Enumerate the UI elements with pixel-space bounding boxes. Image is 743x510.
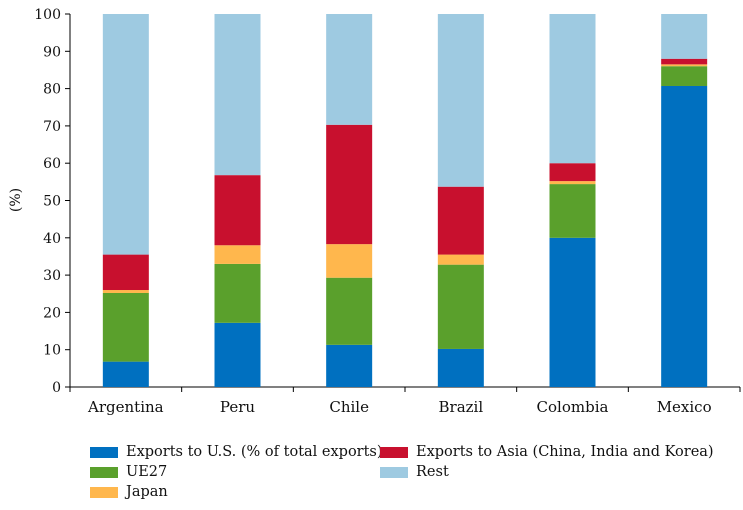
legend-swatch-ue27 [90, 466, 118, 478]
bar-segment [326, 124, 373, 245]
bar-segment [214, 263, 261, 323]
y-tick-label: 80 [43, 82, 61, 98]
legend-label-ue27: UE27 [126, 464, 168, 480]
bar-segment [102, 254, 149, 291]
x-tick-label: Argentina [87, 398, 164, 416]
legend-label-japan: Japan [126, 484, 168, 500]
bar-segment [437, 14, 484, 187]
legend-swatch-asia [380, 446, 408, 458]
bar-segment [549, 14, 596, 164]
x-tick-label: Colombia [537, 398, 609, 416]
y-tick-label: 40 [43, 231, 61, 247]
legend-item-asia: Exports to Asia (China, India and Korea) [380, 444, 714, 460]
bar-segment [661, 66, 708, 86]
bar-segment [214, 322, 261, 387]
y-tick-label: 100 [34, 7, 61, 23]
y-axis-label: (%) [8, 188, 24, 212]
bar-segment [437, 186, 484, 255]
y-tick-label: 0 [52, 380, 61, 396]
y-tick-label: 10 [43, 343, 61, 359]
legend-label-asia: Exports to Asia (China, India and Korea) [416, 444, 714, 460]
bar-segment [549, 237, 596, 387]
y-tick-label: 50 [43, 194, 61, 210]
bar-segment [661, 58, 708, 65]
bar-segment [661, 85, 708, 387]
bar-segment [214, 175, 261, 246]
legend-swatch-japan [90, 486, 118, 498]
bar-segment [326, 344, 373, 387]
y-tick-label: 20 [43, 305, 61, 321]
bar-segment [437, 254, 484, 265]
bar-segment [549, 184, 596, 238]
bar-segment [102, 293, 149, 362]
legend-label-rest: Rest [416, 464, 449, 480]
y-tick-label: 60 [43, 156, 61, 172]
bar-segment [102, 361, 149, 387]
legend-label-us: Exports to U.S. (% of total exports) [126, 444, 383, 460]
bar-segment [437, 264, 484, 349]
bar-segment [214, 245, 261, 264]
legend-item-us: Exports to U.S. (% of total exports) [90, 444, 383, 460]
legend-item-japan: Japan [90, 484, 168, 500]
legend-swatch-us [90, 446, 118, 458]
bar-segment [326, 244, 373, 278]
x-tick-label: Chile [329, 398, 369, 416]
y-tick-label: 70 [43, 119, 61, 135]
bar-segment [102, 14, 149, 255]
bar-segment [437, 348, 484, 387]
stacked-bar-chart: 0 10 20 30 40 50 60 70 80 90 100 Argentina Peru Chil… [8, 7, 741, 416]
y-tick-label: 90 [43, 44, 61, 60]
bar-segment [326, 277, 373, 345]
y-tick-label: 30 [43, 268, 61, 284]
bars [102, 14, 708, 387]
bar-segment [661, 64, 708, 67]
x-tick-label: Brazil [439, 398, 484, 416]
x-axis: Argentina Peru Chile Brazil Colombia Mexico [69, 386, 741, 416]
legend-swatch-rest [380, 466, 408, 478]
x-tick-label: Peru [220, 398, 255, 416]
bar-segment [661, 14, 708, 59]
bar-segment [102, 290, 149, 294]
y-axis: 0 10 20 30 40 50 60 70 80 90 100 [34, 7, 71, 396]
legend-item-rest: Rest [380, 464, 449, 480]
x-tick-label: Mexico [657, 398, 712, 416]
bar-segment [214, 14, 261, 176]
bar-segment [549, 181, 596, 185]
bar-segment [326, 14, 373, 125]
legend-item-ue27: UE27 [90, 464, 167, 480]
legend: Exports to U.S. (% of total exports) UE2… [90, 440, 740, 506]
bar-segment [549, 163, 596, 182]
